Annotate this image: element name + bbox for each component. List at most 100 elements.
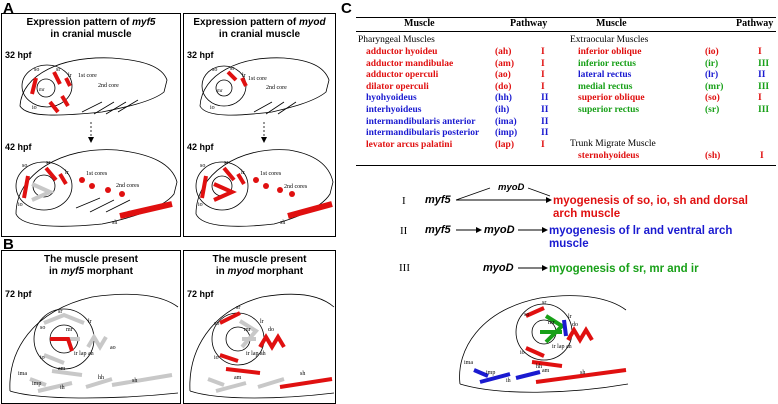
stage-32hpf-myod: 32 hpf <box>187 50 214 60</box>
svg-text:1st core: 1st core <box>78 73 97 79</box>
panel-b-letter: B <box>3 236 14 253</box>
pathway-2-numeral: II <box>400 225 408 237</box>
svg-text:lr: lr <box>242 73 246 79</box>
svg-text:sh: sh <box>112 220 117 226</box>
myf5-expression-drawing: so sr lr 1st core 2nd core mr io so sr l… <box>15 57 178 227</box>
pharyngeal-heading: Pharyngeal Muscles <box>358 35 435 45</box>
svg-text:do: do <box>572 322 578 328</box>
pharyngeal-row-8-pathway: I <box>541 139 545 150</box>
extraocular-row-0-pathway: I <box>758 47 762 57</box>
stage-42hpf: 42 hpf <box>5 142 32 152</box>
svg-text:ir lap ah: ir lap ah <box>552 344 572 350</box>
stage-42hpf-myod: 42 hpf <box>187 142 214 152</box>
pharyngeal-row-2-pathway: I <box>541 70 545 81</box>
svg-text:mr: mr <box>244 327 251 333</box>
extraocular-row-1-abbr: (ir) <box>705 58 719 69</box>
pharyngeal-row-7-pathway: II <box>541 128 549 139</box>
extraocular-heading: Extraocular Muscles <box>570 35 649 45</box>
svg-text:1st core: 1st core <box>248 76 267 82</box>
pathway-1-numeral: I <box>402 195 406 207</box>
extraocular-row-3-name: medial rectus <box>578 81 633 92</box>
pharyngeal-row-3-abbr: (do) <box>495 81 512 92</box>
stage-72hpf-myod: 72 hpf <box>187 289 214 299</box>
panel-c-letter: C <box>341 0 352 17</box>
extraocular-row-5-pathway: III <box>758 105 770 115</box>
svg-text:lr: lr <box>241 170 245 176</box>
pathway-3-myod: myoD <box>483 262 514 274</box>
pharyngeal-row-0-abbr: (ah) <box>495 47 512 57</box>
extraocular-row-3-abbr: (mr) <box>705 81 724 92</box>
svg-text:io: io <box>520 350 525 356</box>
myod-morphant-drawing: so sr lr mr do io ir lap ah am sh <box>189 293 335 399</box>
pharyngeal-row-3-pathway: I <box>541 81 545 92</box>
pharyngeal-row-0-name: adductor hyoideu <box>366 47 438 57</box>
svg-text:am: am <box>58 366 66 372</box>
pathway-2-outcome: myogenesis of lr and ventral arch muscle <box>549 225 733 250</box>
pharyngeal-row-2-name: adductor operculi <box>366 70 439 81</box>
extraocular-row-2-abbr: (lr) <box>705 70 719 81</box>
svg-text:ima: ima <box>18 371 27 377</box>
svg-text:sr: sr <box>46 160 50 166</box>
table-bottom-rule <box>356 165 776 166</box>
svg-text:sh: sh <box>132 378 137 384</box>
svg-text:lr: lr <box>68 73 72 79</box>
extraocular-row-2-name: lateral rectus <box>578 70 632 81</box>
extraocular-row-5-name: superior rectus <box>578 105 640 115</box>
svg-text:mr: mr <box>217 89 223 94</box>
panel-b-myf5-box: The muscle present in myf5 morphant 72 h… <box>1 250 181 404</box>
svg-text:so: so <box>22 163 27 169</box>
pathway-arrows-and-summary-drawing: so sr lr mr do io ir lap ah am ima imp i… <box>455 187 629 393</box>
pharyngeal-row-1-name: adductor mandibulae <box>366 58 454 69</box>
col-muscle-right: Muscle <box>596 18 627 29</box>
pharyngeal-row-6-abbr: (ima) <box>495 116 517 127</box>
extraocular-row-0-abbr: (io) <box>705 47 719 57</box>
pharyngeal-row-2-abbr: (ao) <box>495 70 511 81</box>
col-pathway-left: Pathway <box>510 18 548 29</box>
panel-b-myod-box: The muscle present in myod morphant 72 h… <box>183 250 336 404</box>
svg-text:sr: sr <box>542 300 546 306</box>
svg-text:lr: lr <box>65 170 69 176</box>
panel-a-myod-box: Expression pattern of myod in cranial mu… <box>183 13 336 237</box>
svg-text:ih: ih <box>60 385 65 391</box>
svg-text:imp: imp <box>32 381 41 387</box>
svg-text:sr: sr <box>230 66 234 72</box>
pharyngeal-row-7-name: intermandibularis posterior <box>366 128 480 139</box>
label-so: so <box>34 67 39 73</box>
pharyngeal-row-0-pathway: I <box>541 47 545 57</box>
svg-text:imp: imp <box>486 370 495 376</box>
svg-text:io: io <box>198 202 203 208</box>
svg-text:ao: ao <box>110 345 116 351</box>
svg-text:io: io <box>210 105 215 111</box>
pharyngeal-row-5-name: interhyoideus <box>366 105 422 115</box>
pathway-2-myod: myoD <box>484 224 515 236</box>
trunk-row-0-name: sternohyoideus <box>578 151 640 161</box>
svg-text:1st cores: 1st cores <box>260 171 282 177</box>
panel-a-myf5-box: Expression pattern of myf5 in cranial mu… <box>1 13 181 237</box>
svg-text:mr: mr <box>66 327 73 333</box>
pharyngeal-row-5-abbr: (ih) <box>495 105 510 115</box>
extraocular-row-0-name: inferior oblique <box>578 47 642 57</box>
pharyngeal-row-1-pathway: I <box>541 58 545 69</box>
col-pathway-right: Pathway <box>736 18 774 29</box>
svg-text:2nd core: 2nd core <box>98 83 119 89</box>
pathway-1-myod: myoD <box>498 182 525 193</box>
svg-text:so: so <box>200 163 205 169</box>
pharyngeal-row-4-pathway: II <box>541 93 549 104</box>
svg-text:2nd cores: 2nd cores <box>284 184 308 190</box>
pathway-1-outcome: myogenesis of so, io, sh and dorsal arch… <box>553 195 748 220</box>
svg-text:sr: sr <box>224 160 228 166</box>
svg-text:ima: ima <box>464 360 473 366</box>
extraocular-row-2-pathway: II <box>758 70 766 81</box>
stage-32hpf: 32 hpf <box>5 50 32 60</box>
svg-text:hh: hh <box>536 364 542 370</box>
table-top-rule <box>356 17 776 18</box>
svg-text:so: so <box>214 321 219 327</box>
pharyngeal-row-5-pathway: II <box>541 105 549 115</box>
stage-72hpf: 72 hpf <box>5 289 32 299</box>
svg-text:so: so <box>212 67 217 73</box>
svg-text:2nd cores: 2nd cores <box>116 183 140 189</box>
svg-text:sh: sh <box>580 370 585 376</box>
svg-text:am: am <box>234 375 242 381</box>
svg-text:so: so <box>524 312 529 318</box>
myf5-morphant-drawing: so sr lr mr io ir lap ah ao am ima imp i… <box>9 293 179 399</box>
